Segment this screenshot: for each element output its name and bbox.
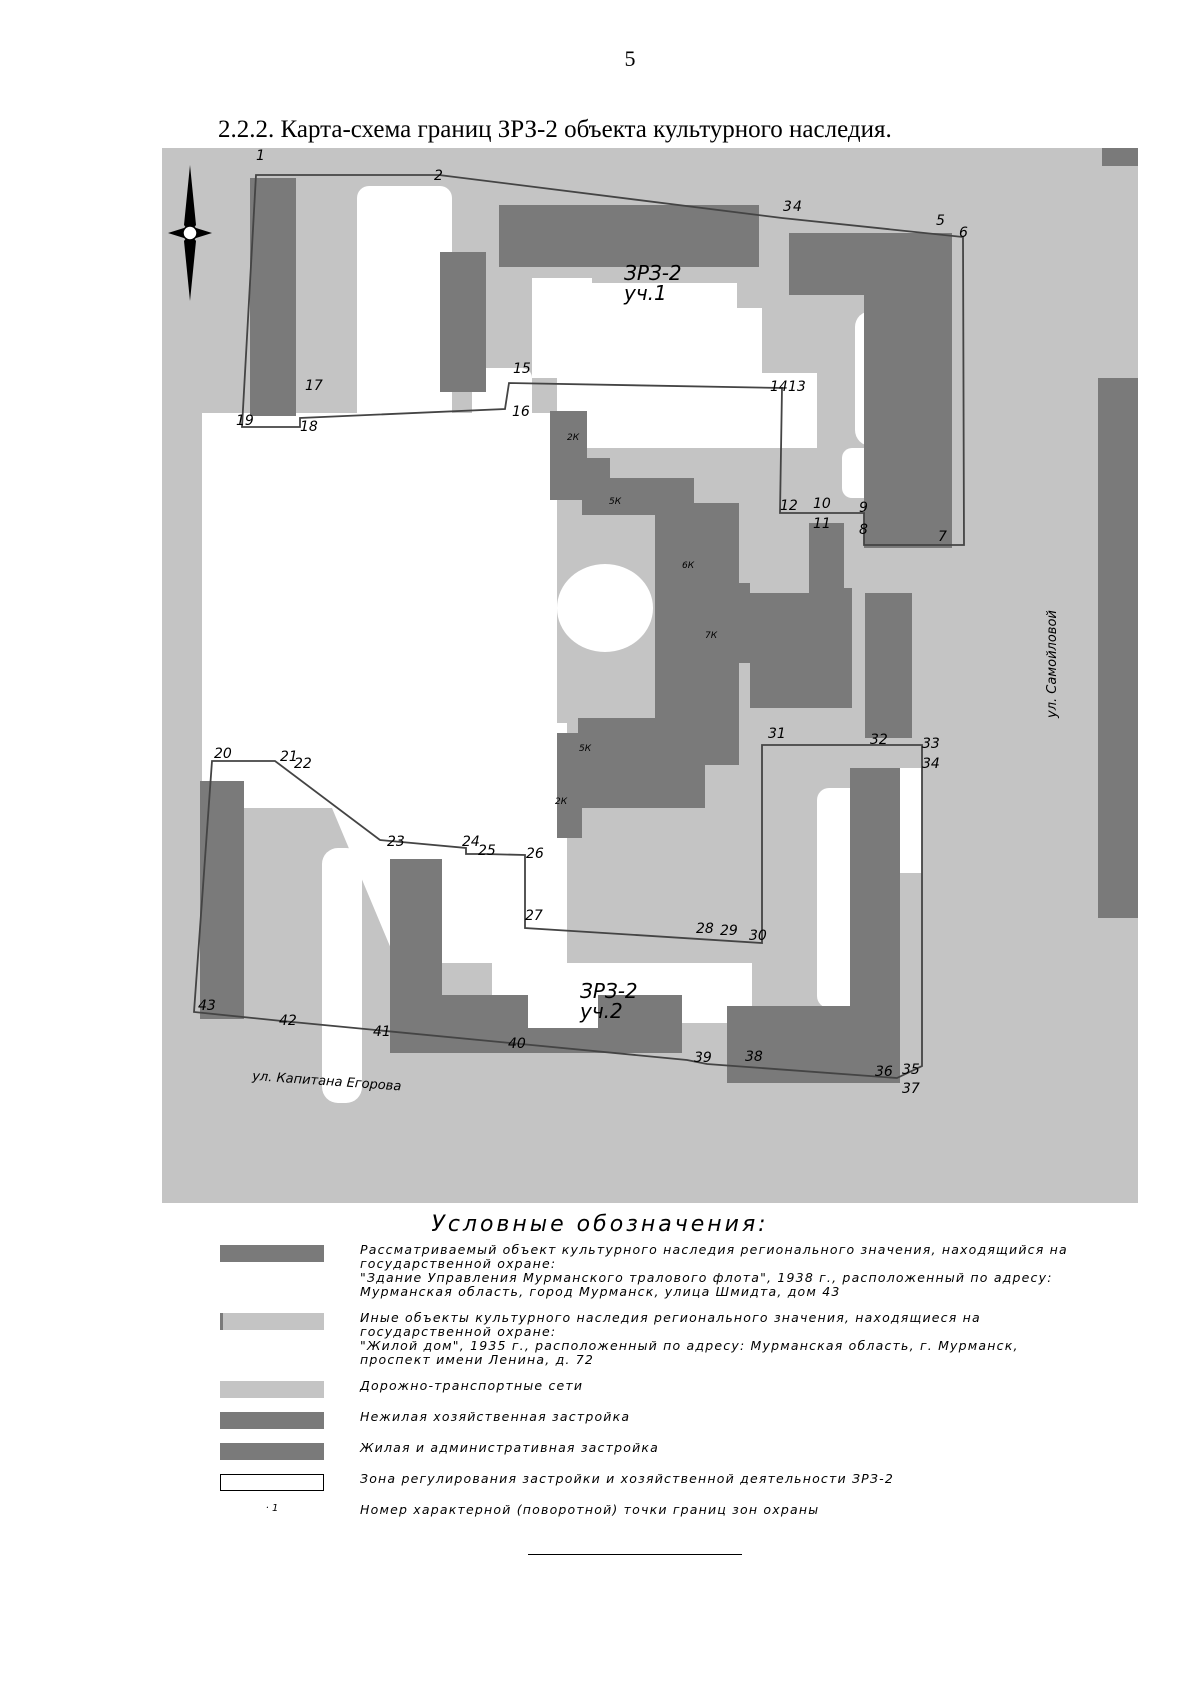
point-4: 4 xyxy=(793,199,802,215)
footer-divider xyxy=(528,1554,742,1555)
point-26: 26 xyxy=(526,846,544,862)
point-39: 39 xyxy=(694,1050,712,1066)
point-34: 34 xyxy=(922,756,940,772)
point-42: 42 xyxy=(279,1013,297,1029)
point-17: 17 xyxy=(305,378,323,394)
legend-swatch xyxy=(220,1443,324,1460)
point-35: 35 xyxy=(902,1062,920,1078)
legend-swatch xyxy=(220,1412,324,1429)
point-40: 40 xyxy=(508,1036,526,1052)
legend-item: Жилая и административная застройка xyxy=(220,1441,1080,1460)
legend-item: Рассматриваемый объект культурного насле… xyxy=(220,1243,1080,1299)
building-label: 2К xyxy=(555,797,568,807)
point-24: 24 xyxy=(462,834,480,850)
point-21: 21 xyxy=(280,749,298,765)
compass-rose-icon xyxy=(168,165,212,301)
legend-item: Дорожно-транспортные сети xyxy=(220,1379,1080,1398)
legend-text: Номер характерной (поворотной) точки гра… xyxy=(360,1502,820,1517)
legend-text: Дорожно-транспортные сети xyxy=(360,1378,584,1393)
point-14: 14 xyxy=(770,379,788,395)
legend-item: Нежилая хозяйственная застройка xyxy=(220,1410,1080,1429)
point-22: 22 xyxy=(294,756,312,772)
legend-swatch xyxy=(220,1245,324,1262)
point-5: 5 xyxy=(936,213,945,229)
building-label: 5К xyxy=(609,497,622,507)
page-number: 5 xyxy=(624,46,636,71)
legend-swatch xyxy=(220,1474,324,1491)
zone1-boundary xyxy=(241,174,965,546)
point-43: 43 xyxy=(198,998,216,1014)
point-9: 9 xyxy=(859,500,868,516)
zone1-label-sub: уч.1 xyxy=(623,281,667,305)
legend-swatch xyxy=(220,1313,324,1330)
point-36: 36 xyxy=(875,1064,893,1080)
point-30: 30 xyxy=(749,928,767,944)
point-32: 32 xyxy=(870,732,888,748)
building-label: 2К xyxy=(567,433,580,443)
point-2: 2 xyxy=(434,168,443,184)
point-41: 41 xyxy=(373,1024,391,1040)
buildings xyxy=(200,148,1138,1083)
point-12: 12 xyxy=(780,498,798,514)
point-11: 11 xyxy=(813,516,831,532)
legend-text: Зона регулирования застройки и хозяйстве… xyxy=(360,1471,894,1486)
point-33: 33 xyxy=(922,736,940,752)
legend-title: Условные обозначения: xyxy=(431,1212,769,1237)
point-3: 3 xyxy=(783,199,792,215)
zone-labels: ЗРЗ-2 уч.1 ЗРЗ-2 уч.2 xyxy=(528,261,682,1028)
zone2-label-sub: уч.2 xyxy=(579,999,623,1023)
zone1-label: ЗРЗ-2 xyxy=(624,261,682,285)
legend-marker-number: 1 xyxy=(271,1503,279,1514)
point-25: 25 xyxy=(478,843,496,859)
point-29: 29 xyxy=(720,923,738,939)
legend-marker: · 1 xyxy=(265,1503,279,1514)
point-16: 16 xyxy=(512,404,530,420)
legend-text: Иные объекты культурного наследия регион… xyxy=(360,1310,1019,1367)
legend-text: Жилая и административная застройка xyxy=(360,1440,660,1455)
legend-item: Зона регулирования застройки и хозяйстве… xyxy=(220,1472,1080,1491)
legend: Рассматриваемый объект культурного насле… xyxy=(220,1243,1080,1529)
legend-item: Иные объекты культурного наследия регион… xyxy=(220,1311,1080,1367)
point-6: 6 xyxy=(959,225,968,241)
legend-swatch xyxy=(220,1381,324,1398)
point-23: 23 xyxy=(387,834,405,850)
building-label: 7К xyxy=(705,631,718,641)
zone2-label: ЗРЗ-2 xyxy=(580,979,638,1003)
zone-boundaries xyxy=(193,174,965,1079)
legend-item: · 1 Номер характерной (поворотной) точки… xyxy=(220,1503,1080,1517)
point-1: 1 xyxy=(256,148,265,164)
page-heading: 2.2.2. Карта-схема границ ЗРЗ-2 объекта … xyxy=(218,116,892,143)
point-31: 31 xyxy=(768,726,786,742)
building-label: 6К xyxy=(682,561,695,571)
point-13: 13 xyxy=(788,379,806,395)
point-28: 28 xyxy=(696,921,714,937)
site-map: 2К 5К 6К 7К 5К 2К ЗРЗ-2 уч.1 ЗРЗ-2 уч.2 … xyxy=(162,148,1138,1203)
point-7: 7 xyxy=(938,529,947,545)
point-19: 19 xyxy=(236,413,254,429)
legend-text: Нежилая хозяйственная застройка xyxy=(360,1409,631,1424)
building-label: 5К xyxy=(579,744,592,754)
building-labels: 2К 5К 6К 7К 5К 2К xyxy=(555,433,718,807)
point-38: 38 xyxy=(745,1049,763,1065)
street-name-right: ул. Самойловой xyxy=(1045,610,1060,719)
point-8: 8 xyxy=(859,522,868,538)
boundary-points: 1 2 3 4 5 6 7 8 9 10 11 12 13 14 15 16 1… xyxy=(198,148,968,1097)
legend-text: Рассматриваемый объект культурного насле… xyxy=(360,1242,1068,1299)
point-18: 18 xyxy=(300,419,318,435)
point-37: 37 xyxy=(902,1081,920,1097)
point-15: 15 xyxy=(513,361,531,377)
point-27: 27 xyxy=(525,908,543,924)
zone2-boundary xyxy=(193,744,923,1079)
point-20: 20 xyxy=(214,746,232,762)
point-10: 10 xyxy=(813,496,831,512)
